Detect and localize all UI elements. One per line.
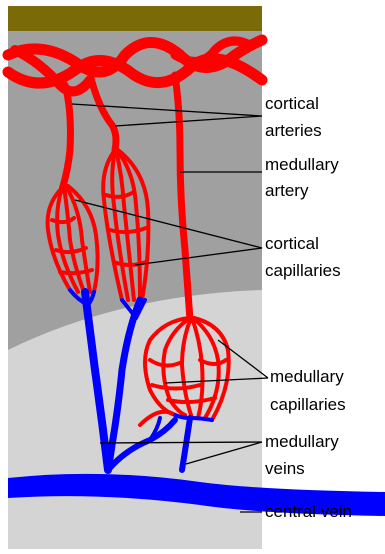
label-cortical-arteries-line2: arteries: [265, 121, 322, 140]
label-medullary-artery-line1: medullary: [265, 155, 339, 174]
label-cortical-capillaries-line1: cortical: [265, 234, 319, 253]
label-medullary-artery-line2: artery: [265, 181, 309, 200]
label-medullary-capillaries-line1: medullary: [270, 367, 344, 386]
label-medullary-veins-line2: veins: [265, 459, 305, 478]
label-medullary-capillaries-line2: capillaries: [270, 395, 346, 414]
label-medullary-veins-line1: medullary: [265, 432, 339, 451]
label-cortical-arteries-line1: cortical: [265, 94, 319, 113]
label-cortical-capillaries-line2: capillaries: [265, 261, 341, 280]
label-central-vein: central vein: [265, 502, 352, 521]
brain-surface-band: [8, 6, 262, 31]
